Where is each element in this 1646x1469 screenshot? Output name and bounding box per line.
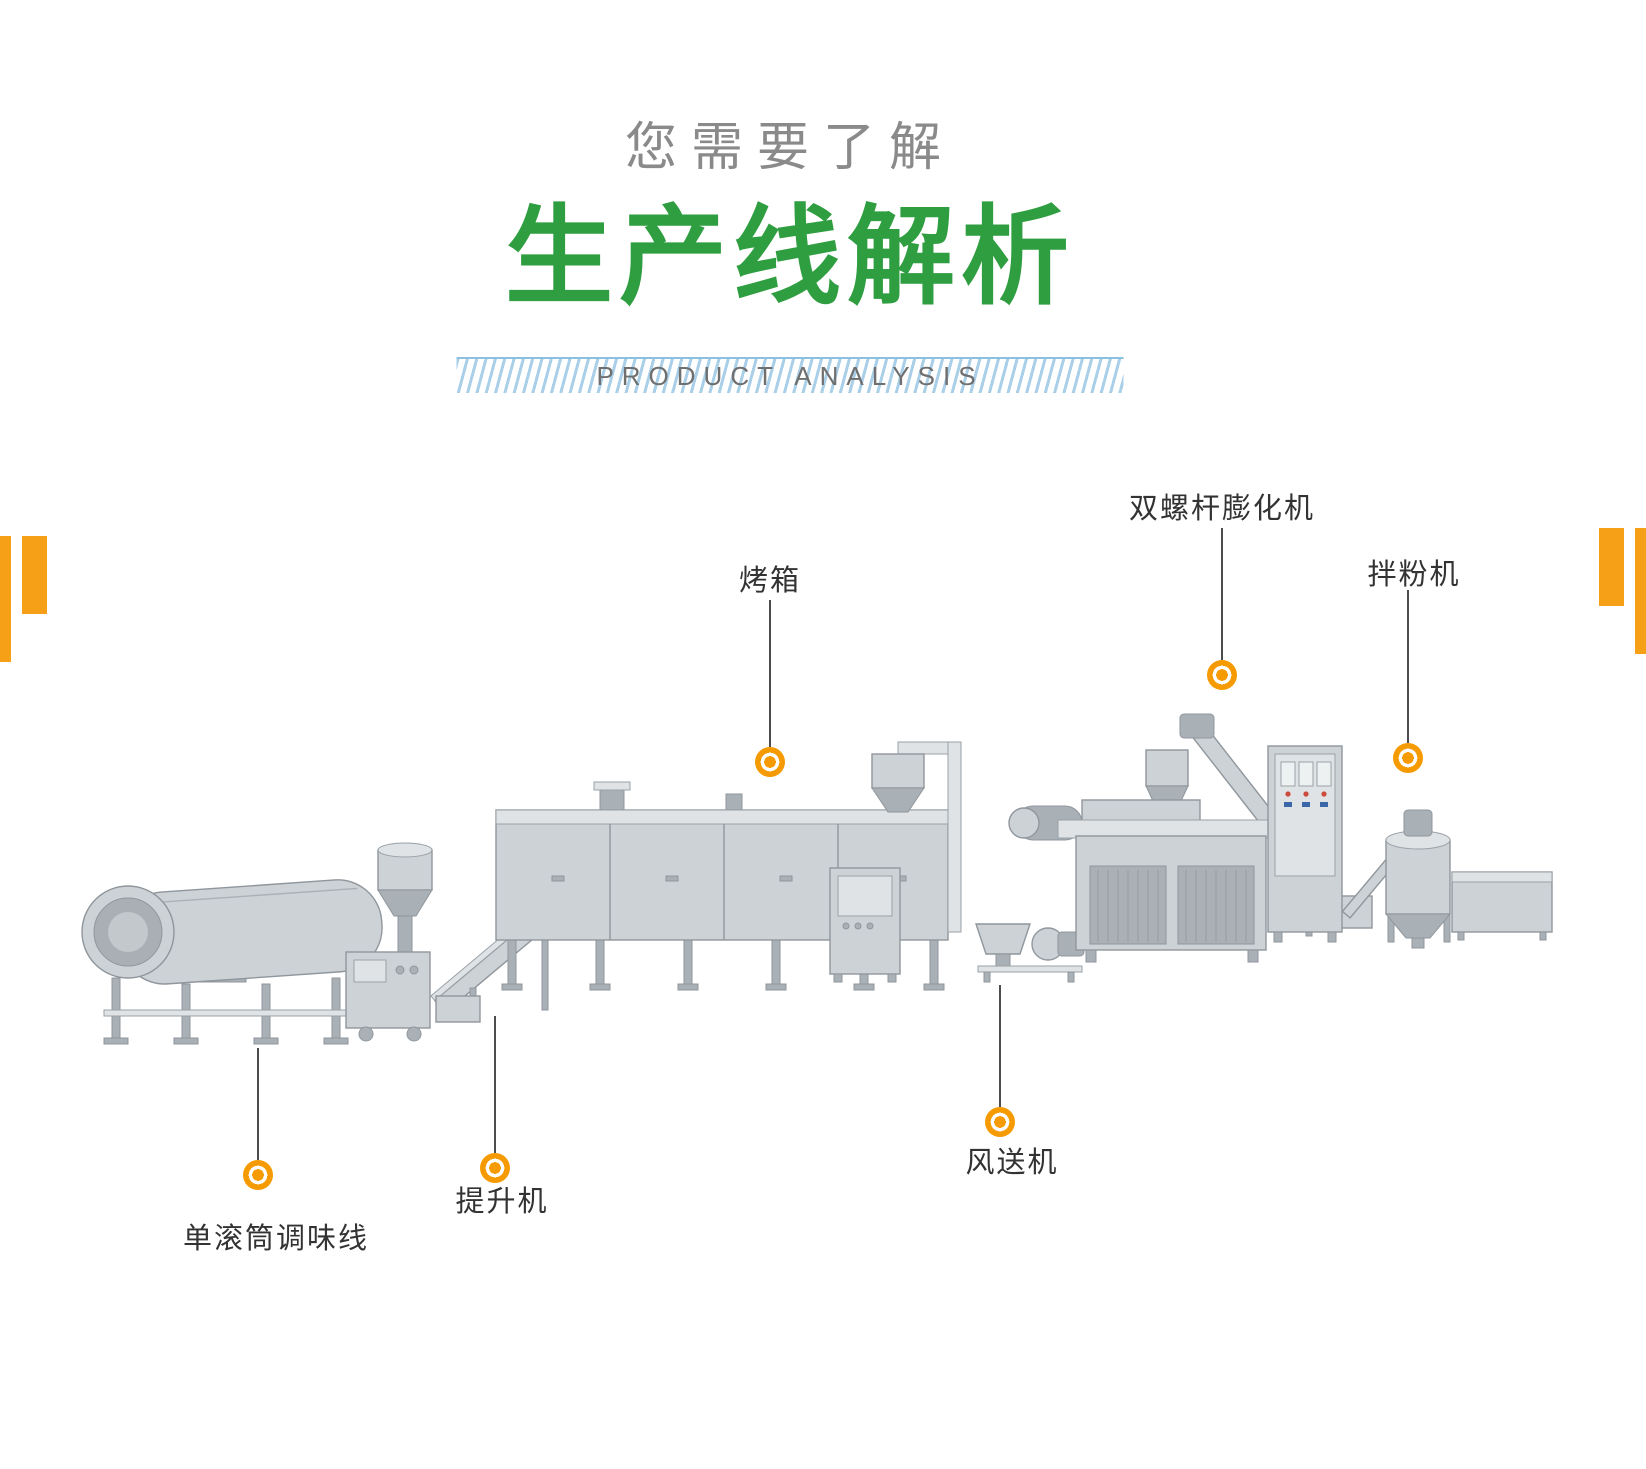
header-tagline: PRODUCT ANALYSIS (596, 360, 984, 391)
left-outer-accent-bar (0, 536, 11, 662)
elevator-label: 提升机 (455, 1186, 549, 1218)
air-conveyor-label: 风送机 (965, 1147, 1059, 1179)
powder-mixer-graphic (1341, 809, 1553, 949)
elevator-marker-icon (480, 1153, 510, 1183)
right-outer-accent-bar (1635, 528, 1646, 654)
tagline-stripe-band: PRODUCT ANALYSIS (456, 357, 1124, 394)
oven-callout-line (769, 600, 771, 747)
powder-mixer-label: 拌粉机 (1367, 559, 1461, 591)
header: 您需要了解 生产线解析 PRODUCT ANALYSIS (456, 119, 1124, 394)
control-cart-graphic (345, 951, 431, 1042)
oven-marker-icon (755, 747, 785, 777)
seasoning-drum-graphic (81, 879, 383, 1045)
air-conveyor-graphic (975, 923, 1085, 983)
elevator-callout-line (494, 1016, 496, 1153)
oven-graphic (495, 741, 962, 991)
oven-label: 烤箱 (738, 565, 802, 597)
extruder-callout-line (1221, 528, 1223, 660)
air-conveyor-marker-icon (985, 1107, 1015, 1137)
air-conveyor-callout-line (999, 985, 1001, 1107)
powder-mixer-callout-line (1407, 590, 1409, 743)
seasoning-line-callout-line (257, 1048, 259, 1160)
header-subtitle: 您需要了解 (624, 119, 955, 177)
seasoning-line-label: 单滚筒调味线 (182, 1223, 370, 1255)
page-title: 生产线解析 (504, 196, 1075, 317)
seasoning-line-marker-icon (243, 1160, 273, 1190)
extruder-marker-icon (1207, 660, 1237, 690)
control-cabinet-graphic (1267, 745, 1343, 943)
left-inner-accent-bar (22, 536, 47, 614)
extruder-label: 双螺杆膨化机 (1128, 493, 1316, 525)
right-inner-accent-bar (1599, 528, 1624, 606)
powder-mixer-marker-icon (1393, 743, 1423, 773)
feed-hopper-graphic (377, 842, 433, 959)
